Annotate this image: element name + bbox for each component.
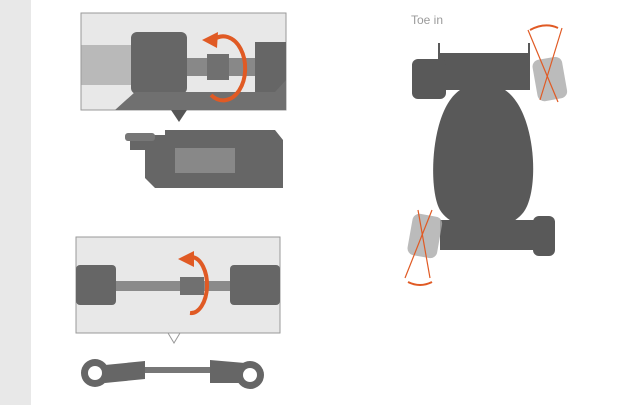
upper-arm-detail-figure <box>80 12 287 188</box>
rotate-arrow-icon <box>209 34 248 103</box>
rear-left-wheel-toe <box>407 213 443 259</box>
toe-arrow-icon <box>529 24 559 31</box>
front-left-wheel <box>412 59 446 99</box>
tie-rod-detail-figure <box>75 236 281 389</box>
car-body <box>433 90 534 229</box>
tie-rod-shaft <box>116 281 236 291</box>
front-right-wheel-toe <box>532 56 568 102</box>
pivot-block <box>131 32 187 94</box>
rotate-arrow-icon <box>189 255 209 316</box>
toe-in-label: Toe in <box>411 13 444 27</box>
toe-in-car-diagram <box>404 24 568 286</box>
rear-right-wheel <box>533 216 555 256</box>
callout-pointer <box>171 110 187 122</box>
toe-arrow-icon <box>407 281 433 286</box>
left-margin-strip <box>0 0 31 405</box>
front-wing <box>438 43 530 90</box>
